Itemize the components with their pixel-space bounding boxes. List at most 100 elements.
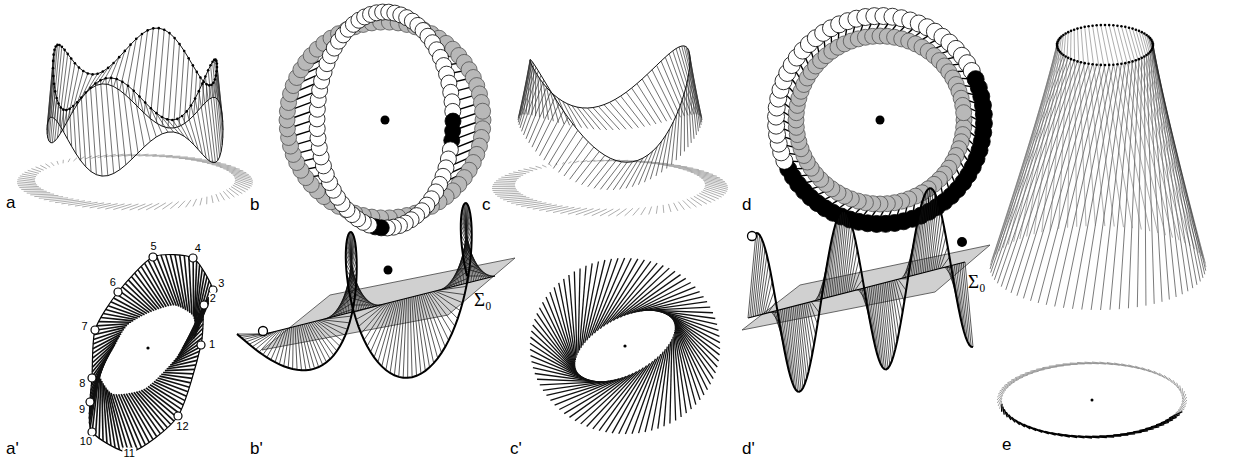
shadow-line — [1000, 384, 1012, 391]
ruling-line — [297, 326, 302, 370]
edge-dot — [1073, 28, 1076, 31]
shadow-line — [498, 179, 517, 180]
black-disc — [445, 113, 461, 129]
ruling-line — [1139, 31, 1202, 256]
ruling-line — [50, 45, 59, 143]
shadow-line — [705, 183, 728, 189]
ruling-line — [194, 72, 197, 115]
edge-dot — [202, 80, 205, 83]
shadow-line — [24, 191, 47, 192]
ruling-line — [374, 301, 394, 357]
shadow-line — [1177, 383, 1180, 391]
shadow-line — [45, 164, 50, 168]
edge-dot — [214, 78, 217, 81]
ruling-line — [1014, 42, 1058, 242]
ruling-line — [610, 265, 663, 322]
ruling-line — [302, 325, 314, 369]
shadow-line — [536, 166, 542, 168]
marked-point — [200, 301, 208, 309]
ruling-line — [650, 141, 661, 179]
panel-letter: c' — [510, 440, 522, 457]
ruling-line — [572, 106, 588, 129]
ruling-line — [544, 117, 568, 160]
shadow-line — [82, 203, 104, 207]
shadow-line — [1015, 420, 1025, 427]
edge-dot — [66, 53, 69, 56]
ruling-line — [607, 263, 658, 324]
ruling-line — [625, 357, 658, 434]
shadow-line — [85, 156, 92, 159]
callout-number: 4 — [194, 243, 202, 254]
edge-dot — [53, 83, 56, 86]
panel-b-prime-surface — [237, 203, 515, 378]
shadow-line — [649, 207, 652, 215]
shadow-line — [553, 207, 574, 212]
shadow-line — [496, 180, 516, 182]
ruling-line — [410, 297, 412, 377]
shadow-line — [31, 169, 41, 172]
edge-dot — [52, 53, 55, 56]
ruling-line — [885, 283, 893, 357]
edge-dot — [178, 43, 181, 46]
ruling-line — [603, 261, 650, 326]
callout-number: 2 — [209, 293, 217, 304]
shadow-line — [212, 195, 213, 203]
ruling-line — [66, 110, 67, 139]
ruling-line — [306, 324, 323, 365]
callout-number: 10 — [79, 436, 93, 447]
center-dot — [623, 344, 626, 347]
ruling-line — [73, 106, 76, 154]
shadow-line — [27, 192, 50, 193]
edge-dot — [138, 95, 141, 98]
ruling-line — [599, 366, 646, 431]
ruling-line — [1119, 60, 1136, 309]
ruling-line — [675, 332, 687, 413]
ruling-line — [352, 305, 380, 306]
shadow-line — [1011, 375, 1028, 380]
ruling-line — [1073, 64, 1118, 308]
shadow-line — [138, 204, 152, 210]
ruling-line — [1137, 58, 1141, 307]
ruling-line — [417, 296, 429, 368]
edge-dot — [1140, 57, 1143, 60]
shadow-line — [17, 182, 36, 184]
edge-dot — [1064, 32, 1067, 35]
shadow-line — [154, 203, 166, 210]
ruling-line — [991, 52, 1060, 262]
shadow-line — [501, 177, 518, 178]
edge-dot — [205, 83, 208, 86]
edge-dot — [1091, 24, 1094, 27]
shadow-line — [51, 162, 54, 166]
ruling-line — [684, 93, 685, 151]
ruling-line — [192, 258, 194, 316]
band-edge — [530, 46, 690, 162]
panel-letter: a' — [6, 440, 19, 457]
ruling-line — [430, 293, 455, 327]
ruling-line — [1136, 30, 1199, 253]
ruling-line — [1027, 38, 1060, 236]
ruling-line — [174, 44, 180, 128]
shadow-line — [542, 165, 546, 167]
shadow-line — [1003, 407, 1004, 415]
shadow-line — [1020, 371, 1039, 375]
shadow-line — [493, 191, 518, 193]
shadow-line — [30, 194, 54, 196]
ruling-line — [1031, 65, 1097, 301]
edge-dot — [155, 112, 158, 115]
edge-dot — [1095, 63, 1098, 66]
ruling-line — [679, 47, 698, 115]
edge-dot — [57, 102, 60, 105]
shadow-line — [663, 205, 665, 213]
ruling-line — [593, 368, 644, 429]
edge-dot — [1076, 60, 1079, 63]
ruling-line — [403, 298, 406, 377]
edge-dot — [76, 101, 79, 104]
start-point — [748, 232, 757, 241]
ruling-line — [156, 30, 164, 123]
shadow-line — [678, 202, 684, 210]
ruling-line — [898, 279, 906, 290]
ruling-line — [126, 39, 136, 95]
edge-dot — [1112, 24, 1115, 27]
shadow-line — [200, 198, 202, 206]
ruling-line — [295, 326, 297, 369]
